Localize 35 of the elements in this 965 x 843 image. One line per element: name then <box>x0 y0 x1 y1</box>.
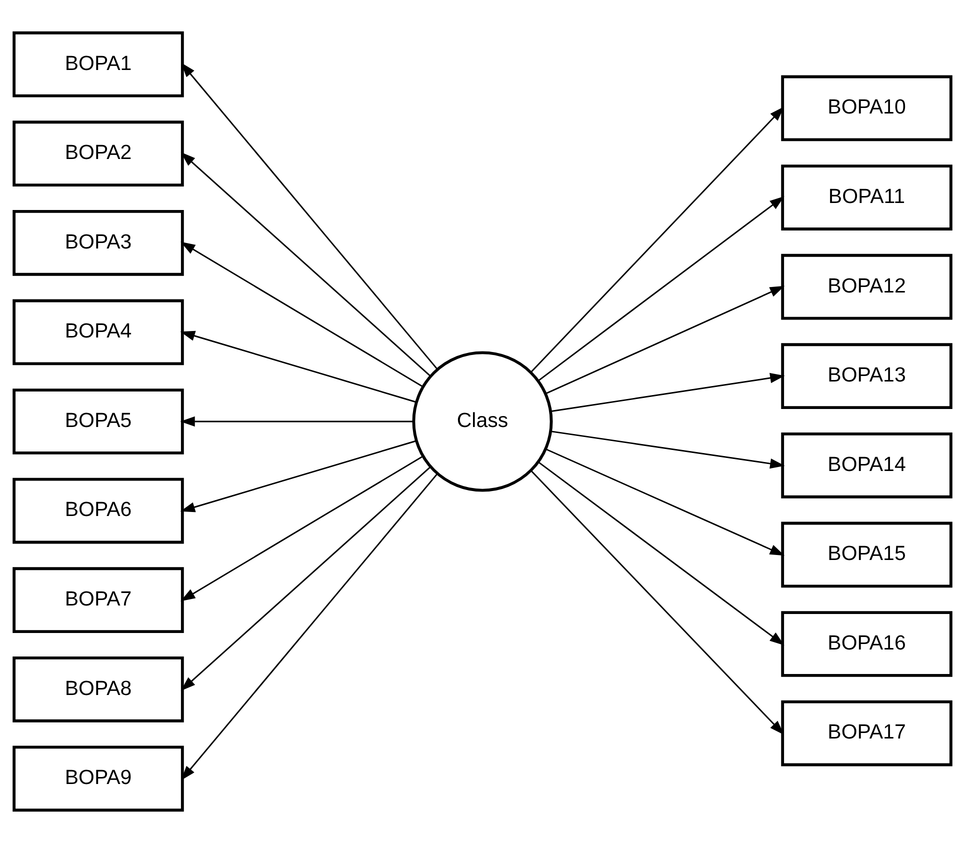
arrow <box>550 430 785 469</box>
node-box: BOPA4 <box>12 299 184 366</box>
node-circle: Class <box>412 351 553 492</box>
node-box: BOPA5 <box>12 388 184 454</box>
node-box: BOPA12 <box>781 254 952 320</box>
arrow <box>180 242 424 388</box>
node-box: BOPA13 <box>781 343 952 410</box>
arrow <box>181 62 438 370</box>
arrow <box>546 286 785 394</box>
node-box: BOPA6 <box>12 478 184 544</box>
arrow <box>180 440 416 512</box>
node-box: BOPA17 <box>781 700 952 766</box>
node-box: BOPA10 <box>781 75 952 142</box>
arrow <box>180 330 416 403</box>
arrow <box>550 372 785 412</box>
node-box: BOPA16 <box>781 611 952 677</box>
arrow <box>530 470 784 735</box>
node-box: BOPA7 <box>12 567 184 634</box>
arrow <box>546 448 785 556</box>
arrow <box>538 462 784 646</box>
arrow <box>180 152 431 377</box>
arrow <box>538 196 784 382</box>
node-box: BOPA15 <box>781 522 952 588</box>
arrow <box>181 473 438 780</box>
node-box: BOPA9 <box>12 746 184 812</box>
arrow <box>180 456 424 602</box>
node-box: BOPA3 <box>12 210 184 276</box>
node-box: BOPA11 <box>781 164 952 230</box>
node-box: BOPA14 <box>781 432 952 498</box>
arrow <box>180 416 414 427</box>
node-box: BOPA8 <box>12 656 184 722</box>
node-box: BOPA2 <box>12 120 184 187</box>
arrow <box>180 466 431 691</box>
arrow <box>530 106 784 372</box>
node-box: BOPA1 <box>12 31 184 98</box>
